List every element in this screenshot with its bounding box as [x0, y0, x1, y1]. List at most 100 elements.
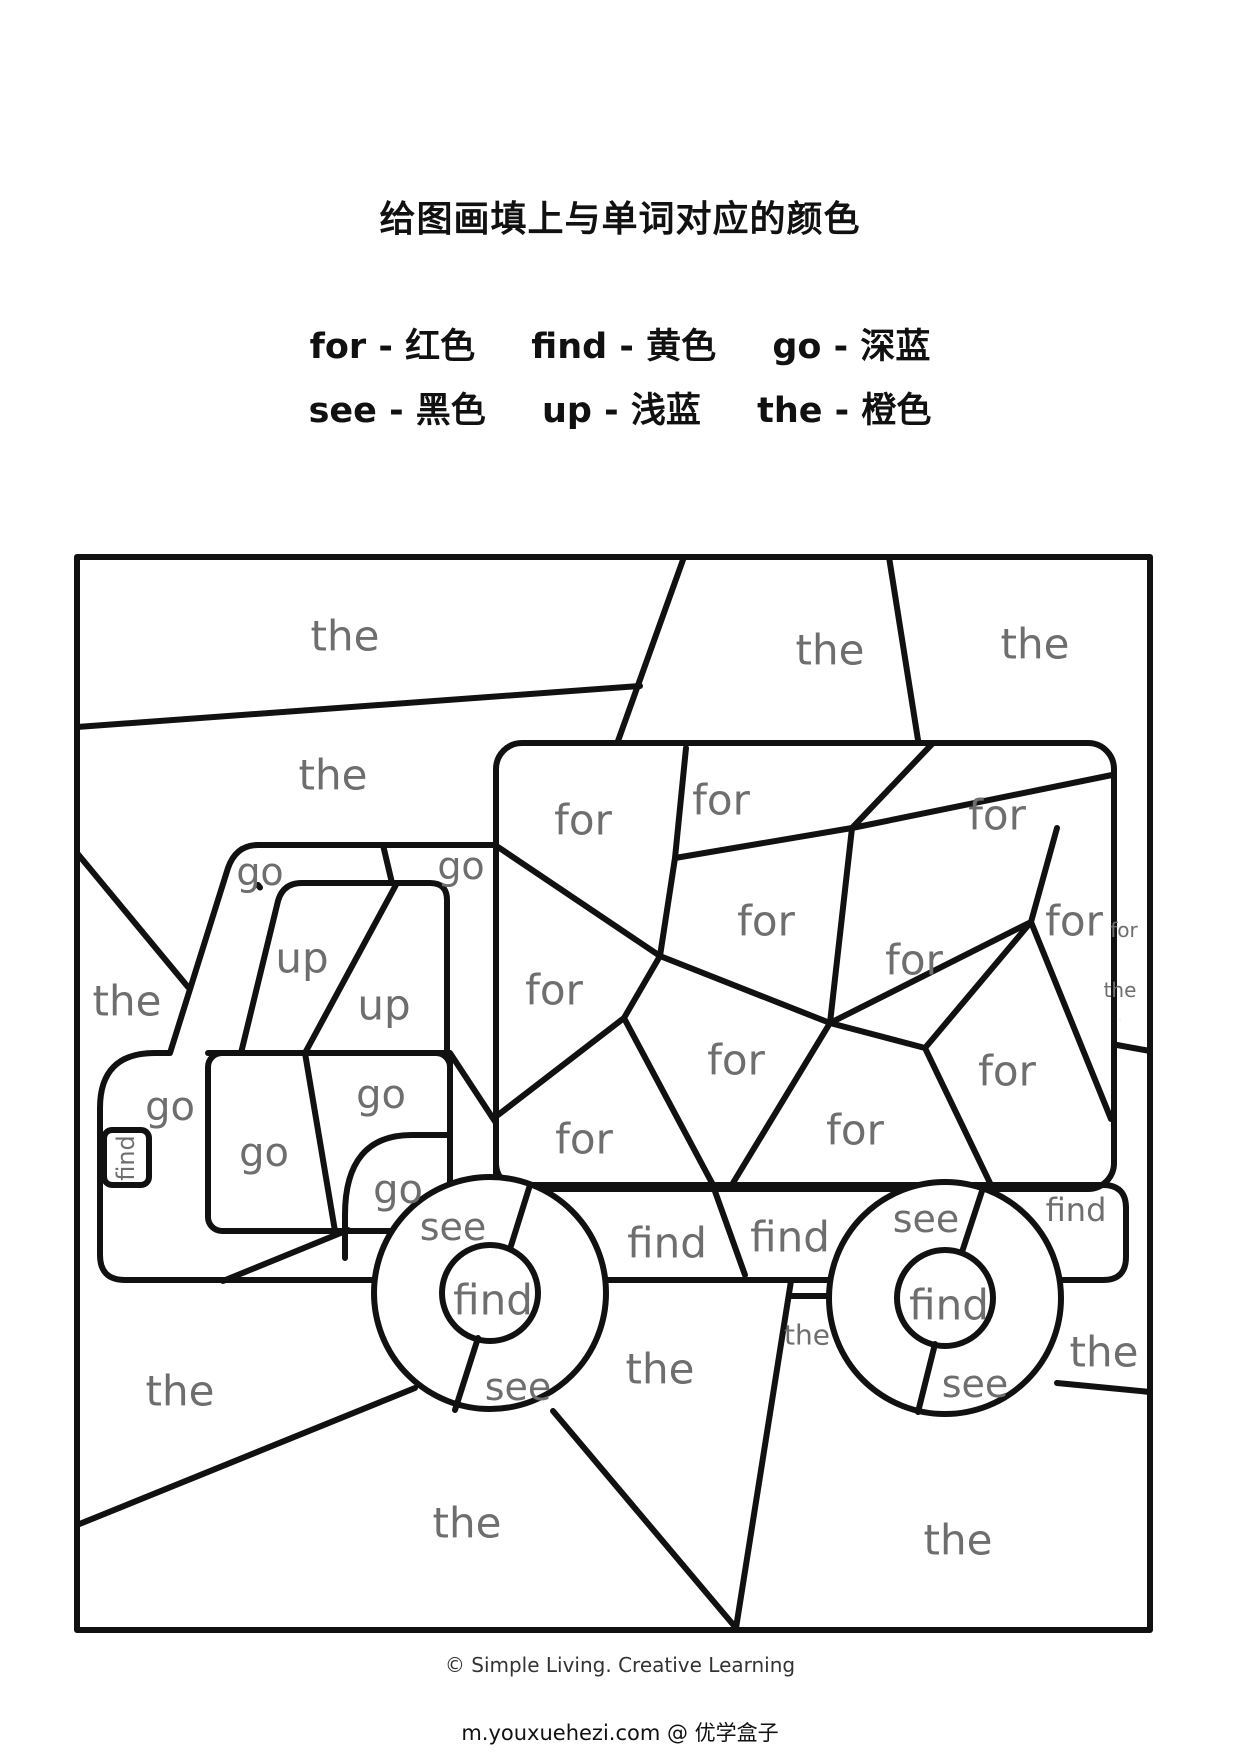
- region-label-for: for: [978, 1047, 1036, 1096]
- region-label-up: up: [357, 981, 410, 1030]
- legend-separator: -: [822, 391, 862, 431]
- cargo-line: [657, 953, 993, 1186]
- region-label-for: for: [885, 936, 943, 985]
- divider-line: [220, 1227, 351, 1284]
- rear-wheel-hub: [894, 1247, 996, 1349]
- legend-word: up: [542, 391, 592, 431]
- region-label-see: see: [485, 1365, 552, 1409]
- legend-separator: -: [821, 327, 861, 367]
- divider-line: [733, 1278, 794, 1631]
- front-wheel-outer: [371, 1174, 609, 1412]
- cabin-body-outline: [97, 842, 1129, 1283]
- divider-line: [615, 554, 687, 744]
- site-footer: m.youxuehezi.com @ 优学盒子: [461, 1721, 779, 1745]
- puzzle-border: [74, 554, 1153, 1633]
- worksheet-title: 给图画填上与单词对应的颜色: [379, 199, 861, 240]
- region-label-for: for: [692, 776, 750, 825]
- region-label-go: go: [373, 1167, 423, 1213]
- cargo-line: [730, 1020, 833, 1186]
- region-label-for: for: [555, 1115, 613, 1164]
- region-label-up: up: [275, 934, 328, 983]
- region-label-for: for: [737, 897, 795, 946]
- legend-item-the: the - 橙色: [757, 382, 931, 433]
- cabin-line: [255, 882, 263, 891]
- legend-color-name: 黄色: [646, 327, 717, 367]
- region-label-for: for: [554, 796, 612, 845]
- legend-item-up: up - 浅蓝: [542, 382, 701, 433]
- legend-row-1: for - 红色 find - 黄色 go - 深蓝: [0, 318, 1240, 369]
- front-wheel-spokes: [452, 1182, 533, 1413]
- divider-line: [74, 1385, 418, 1528]
- region-label-the: the: [1001, 620, 1070, 669]
- cargo-line: [849, 740, 936, 831]
- region-label-the: the: [784, 1319, 830, 1352]
- legend-item-for: for - 红色: [310, 318, 475, 369]
- region-label-the: the: [433, 1499, 502, 1548]
- region-label-see: see: [942, 1362, 1009, 1406]
- legend-separator: -: [591, 391, 631, 431]
- region-label-the: the: [1070, 1328, 1139, 1377]
- cabin-line: [342, 1050, 499, 1261]
- region-label-find: find: [1046, 1191, 1107, 1229]
- region-label-find: find: [909, 1281, 989, 1330]
- region-label-for: for: [525, 966, 583, 1015]
- legend-word: go: [772, 327, 822, 367]
- region-label-the: the: [93, 977, 162, 1026]
- cargo-line: [672, 745, 1115, 861]
- legend-item-go: go - 深蓝: [772, 318, 930, 369]
- cargo-line: [621, 1015, 715, 1186]
- divider-line: [74, 850, 191, 990]
- legend-color-name: 深蓝: [860, 327, 931, 367]
- legend-separator: -: [607, 327, 647, 367]
- region-label-find: find: [1119, 1019, 1121, 1021]
- region-label-go: go: [239, 1130, 289, 1176]
- region-label-the: the: [924, 1516, 993, 1565]
- divider-line: [886, 554, 921, 743]
- legend-separator: -: [366, 327, 406, 367]
- region-label-the: the: [796, 626, 865, 675]
- region-label-for: for: [707, 1036, 765, 1085]
- cabin-line: [302, 1050, 338, 1234]
- region-label-go: go: [145, 1084, 195, 1130]
- region-label-find: find: [627, 1219, 707, 1268]
- divider-line: [1114, 1042, 1153, 1054]
- region-labels: the the the the the the the the the the …: [93, 612, 1139, 1565]
- region-label-the: the: [311, 612, 380, 661]
- legend-color-name: 橙色: [861, 391, 932, 431]
- cargo-line: [922, 919, 1034, 1051]
- cabin-line: [380, 842, 395, 886]
- region-label-the: the: [1104, 978, 1137, 1002]
- cargo-line: [495, 844, 678, 959]
- region-label-see: see: [893, 1197, 960, 1241]
- rear-wheel-spokes: [915, 1185, 986, 1415]
- cargo-line: [827, 825, 1114, 1122]
- region-label-for: for: [1045, 897, 1103, 946]
- body-line: [709, 1180, 748, 1278]
- region-label-the: the: [626, 1345, 695, 1394]
- puzzle-outlines: [74, 554, 1153, 1633]
- region-label-go: go: [437, 844, 484, 888]
- legend-word: see: [308, 391, 377, 431]
- cabin-upper-window: [238, 880, 450, 1056]
- cargo-line: [1028, 825, 1060, 925]
- region-label-the: the: [299, 751, 368, 800]
- region-label-the: the: [146, 1367, 215, 1416]
- legend-item-find: find - 黄色: [531, 318, 716, 369]
- region-label-find: find: [112, 1135, 140, 1181]
- region-label-for: for: [968, 791, 1026, 840]
- legend-color-name: 红色: [405, 327, 476, 367]
- legend-separator: -: [376, 391, 416, 431]
- legend-word: find: [531, 327, 608, 367]
- region-label-find: find: [750, 1213, 830, 1262]
- divider-line: [1054, 1380, 1153, 1395]
- legend-row-2: see - 黑色 up - 浅蓝 the - 橙色: [0, 382, 1240, 433]
- front-wheel-hub: [439, 1242, 541, 1344]
- cabin-line: [302, 880, 400, 1056]
- region-label-for: for: [826, 1106, 884, 1155]
- copyright-line: © Simple Living. Creative Learning: [444, 1653, 796, 1677]
- legend-word: the: [757, 391, 823, 431]
- region-label-go: go: [356, 1072, 406, 1118]
- legend-color-name: 浅蓝: [630, 391, 701, 431]
- legend-color-name: 黑色: [415, 391, 486, 431]
